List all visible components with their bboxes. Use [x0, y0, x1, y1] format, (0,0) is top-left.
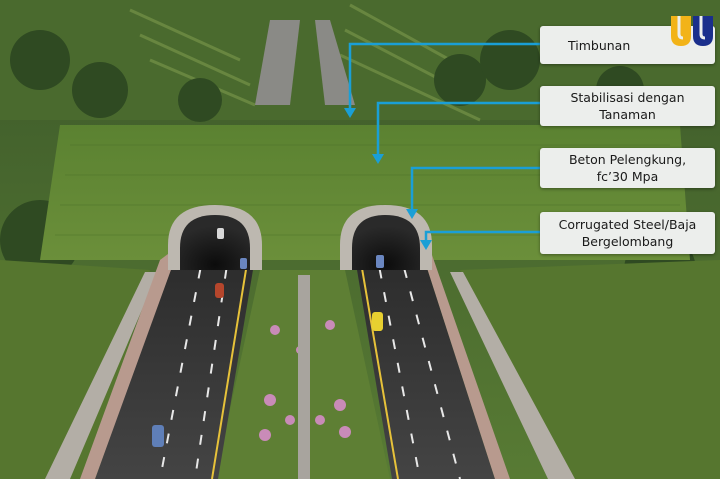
car-yellow-right	[372, 312, 383, 331]
upper-road	[255, 20, 355, 105]
callout-stabilisasi: Stabilisasi dengan Tanaman	[540, 86, 715, 126]
leader-stabilisasi	[376, 101, 540, 158]
right-embankment	[460, 260, 720, 479]
leader-lines	[348, 42, 540, 244]
median-barrier	[298, 275, 310, 479]
left-embankment	[0, 260, 150, 479]
car-blue-left-2	[240, 258, 247, 269]
left-road-shoulder	[80, 245, 180, 479]
right-outer-barrier	[450, 272, 575, 479]
leader-beton	[410, 166, 540, 213]
leader-timbunan	[348, 42, 540, 110]
left-tunnel-portal	[168, 205, 262, 270]
car-blue-left-1	[152, 425, 164, 447]
right-road-shoulder	[418, 240, 510, 479]
callout-stabilisasi-line-2: Tanaman	[599, 107, 656, 122]
vehicles	[152, 228, 384, 447]
callout-beton: Beton Pelengkung, fc’30 Mpa	[540, 148, 715, 188]
leader-arrowheads	[344, 108, 432, 250]
left-lane-markings	[159, 244, 231, 479]
callout-stabilisasi-line-1: Stabilisasi dengan	[570, 90, 685, 105]
left-edge-line	[211, 244, 251, 479]
car-white-left	[217, 228, 224, 239]
right-lane-markings	[374, 244, 461, 479]
car-blue-right	[376, 255, 384, 268]
left-outer-barrier	[45, 272, 158, 479]
right-edge-line	[357, 244, 399, 479]
right-tunnel-portal	[340, 205, 432, 270]
callout-timbunan-line-1: Timbunan	[568, 37, 631, 53]
car-red-left	[215, 283, 224, 298]
callout-beton-line-2: fc’30 Mpa	[596, 169, 659, 184]
median-flowers	[259, 320, 351, 441]
ministry-logo-icon	[671, 16, 713, 46]
callout-beton-line-1: Beton Pelengkung,	[568, 152, 687, 167]
callout-corrugated-line-1: Corrugated Steel/Baja	[558, 217, 697, 232]
callout-corrugated-line-2: Bergelombang	[581, 234, 674, 249]
left-roadway	[95, 240, 258, 479]
callout-corrugated: Corrugated Steel/Baja Bergelombang	[540, 212, 715, 254]
